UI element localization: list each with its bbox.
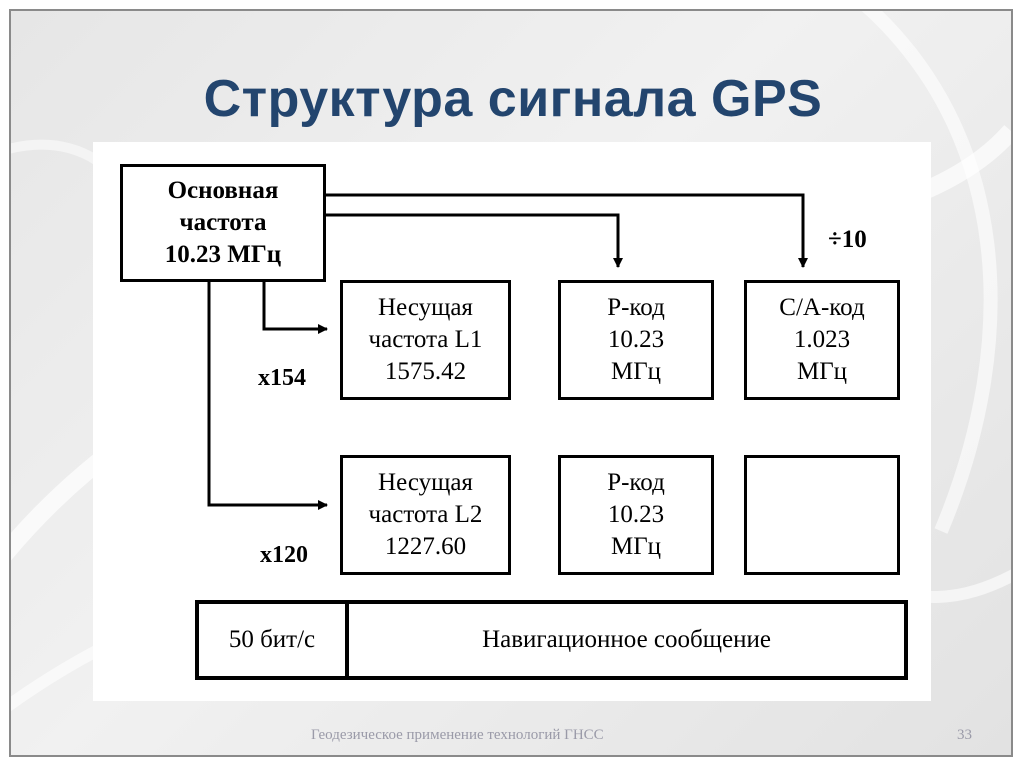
l2-pcode-line-1: P-код [607, 469, 665, 496]
multiplier-l2-label: x120 [260, 542, 308, 568]
l2-carrier-line-3: 1227.60 [384, 533, 467, 560]
arrow-to-cacode [316, 193, 808, 268]
nav-rate-cell: 50 бит/с [199, 604, 349, 676]
l1-carrier-line-3: 1575.42 [384, 358, 467, 385]
slide: Структура сигнала GPS Основная частота 1… [9, 9, 1013, 757]
slide-title: Структура сигнала GPS [203, 70, 823, 128]
l1-cacode-line-1: C/A-код [779, 294, 865, 321]
l1-pcode-line-2: 10.23 [607, 326, 665, 353]
arrow-to-l2-carrier [207, 272, 328, 510]
l2-pcode-box: P-код 10.23 МГц [558, 455, 714, 575]
l2-pcode-line-3: МГц [610, 533, 662, 560]
multiplier-l1-label: x154 [258, 365, 306, 391]
l2-pcode-line-2: 10.23 [607, 501, 665, 528]
l1-carrier-box: Несущая частота L1 1575.42 [340, 280, 511, 400]
arrow-to-pcode-l1 [316, 213, 623, 268]
l1-pcode-box: P-код 10.23 МГц [558, 280, 714, 400]
l1-cacode-box: C/A-код 1.023 МГц [744, 280, 900, 400]
l1-carrier-line-1: Несущая [378, 294, 473, 321]
l2-carrier-line-1: Несущая [378, 469, 473, 496]
l1-pcode-line-1: P-код [607, 294, 665, 321]
page-number: 33 [957, 727, 972, 743]
divider-label: ÷10 [828, 226, 867, 253]
diagram-connectors [207, 193, 808, 510]
master-line-1: Основная [167, 177, 279, 204]
master-frequency-box: Основная частота 10.23 МГц [120, 164, 326, 282]
signal-structure-diagram: Основная частота 10.23 МГц Несущая часто… [93, 142, 931, 701]
l2-carrier-box: Несущая частота L2 1227.60 [340, 455, 511, 575]
footer-text: Геодезическое применение технологий ГНСС [311, 727, 604, 743]
navigation-message-bar: 50 бит/с Навигационное сообщение [195, 600, 908, 680]
l2-empty-box [744, 455, 900, 575]
l1-pcode-line-3: МГц [610, 358, 662, 385]
master-line-3: 10.23 МГц [164, 241, 282, 268]
l2-carrier-line-2: частота L2 [368, 501, 483, 528]
l1-carrier-line-2: частота L1 [368, 326, 483, 353]
nav-message-cell: Навигационное сообщение [482, 626, 771, 653]
l1-cacode-line-2: 1.023 [793, 326, 851, 353]
arrow-to-l1-carrier [262, 272, 328, 334]
l1-cacode-line-3: МГц [796, 358, 848, 385]
master-line-2: частота [179, 209, 267, 236]
